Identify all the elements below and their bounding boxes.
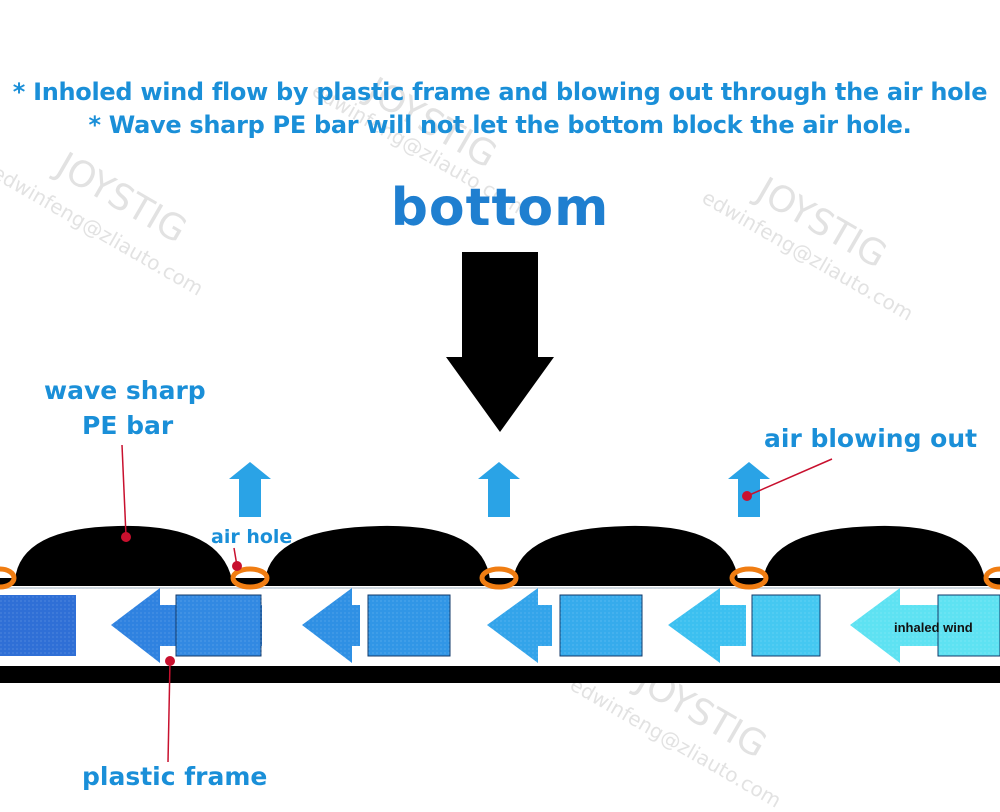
leader-line-air-out (746, 458, 833, 497)
leader-line-frame (167, 660, 171, 763)
frame-bottom-rail (0, 666, 1000, 683)
air-out-arrow (229, 462, 271, 517)
air-hole-ring (479, 566, 519, 590)
air-hole-label: air hole (211, 526, 293, 548)
pe-bar-label-line-2: PE bar (82, 411, 174, 440)
plastic-frame-label: plastic frame (82, 762, 268, 791)
inhaled-wind-label: inhaled wind (894, 620, 973, 635)
pe-bar-hump (15, 525, 232, 580)
air-hole-ring (729, 566, 769, 590)
pe-bar-hump (265, 525, 490, 580)
pe-bar-hump (763, 525, 985, 580)
pressure-arrow (446, 252, 554, 432)
header-line-2: * Wave sharp PE bar will not let the bot… (88, 111, 912, 139)
air-blowing-out-label: air blowing out (764, 424, 978, 453)
air-hole-ring (0, 566, 17, 590)
air-hole-ring (983, 566, 1000, 590)
marker-air-out (742, 491, 752, 501)
marker-frame (165, 656, 175, 666)
pe-bar-hump (513, 525, 738, 580)
header-line-1: * Inholed wind flow by plastic frame and… (12, 78, 988, 106)
air-hole-ring (230, 566, 270, 590)
marker-pe-bar (121, 532, 131, 542)
pe-bar-label-line-1: wave sharp (44, 376, 206, 405)
marker-air-hole (232, 561, 242, 571)
pressure-label: bottom (390, 178, 610, 238)
frame-top-rail (0, 578, 1000, 586)
air-out-arrow (478, 462, 520, 517)
leader-line-pe-bar (121, 444, 127, 537)
